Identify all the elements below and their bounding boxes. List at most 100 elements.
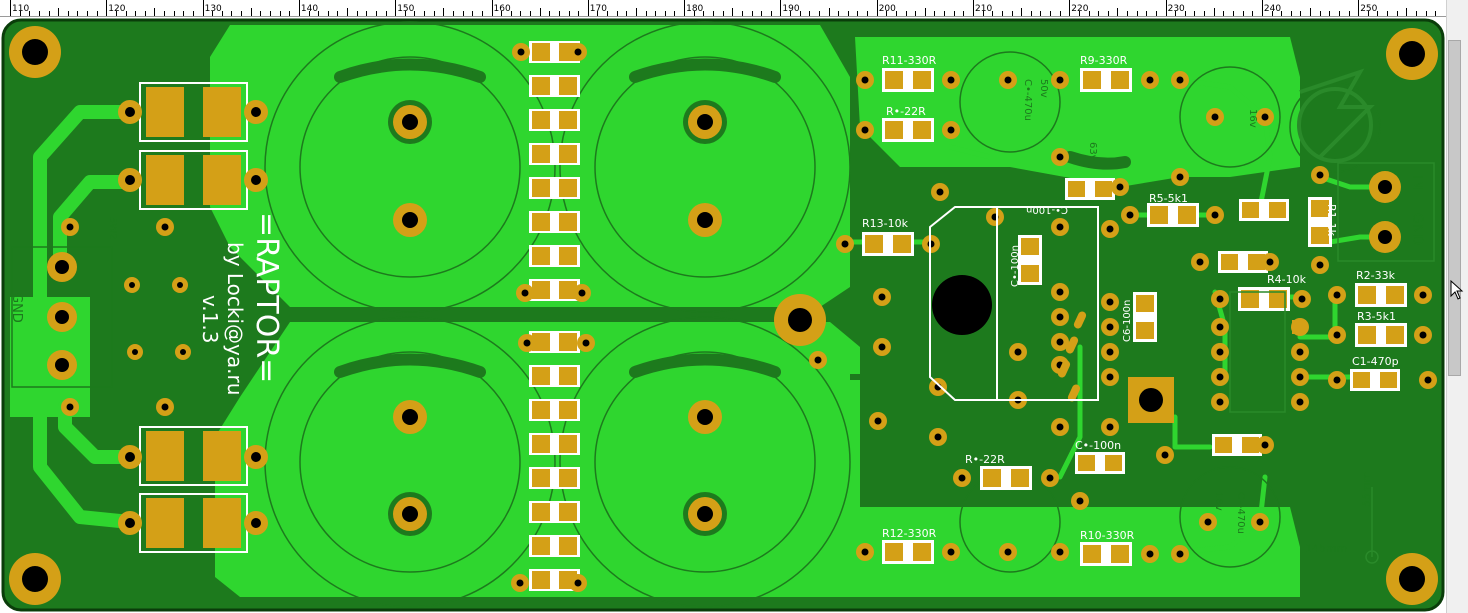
ruler-tick: [751, 11, 753, 16]
vertical-part-pad: [1311, 227, 1329, 244]
ruler-tick: [1348, 11, 1350, 16]
ruler-tick: [260, 11, 262, 16]
via-hole: [1296, 373, 1304, 381]
scrollbar-thumb[interactable]: [1448, 40, 1461, 376]
ruler-tick: [1155, 11, 1157, 16]
via-hole: [1146, 76, 1154, 84]
via-hole: [1261, 441, 1269, 449]
ruler-tick: [347, 8, 349, 16]
ruler-tick: [1358, 0, 1360, 16]
connector-hole: [1378, 230, 1392, 244]
capacitor-pad: [1215, 437, 1232, 453]
smd-pad: [559, 401, 577, 419]
via-hole: [517, 48, 525, 56]
resistor-pad: [1083, 71, 1101, 89]
resistor-pad: [1111, 545, 1129, 563]
ruler-tick: [1030, 11, 1032, 16]
capacitor-pad: [1269, 202, 1286, 218]
ruler-tick: [270, 11, 271, 16]
ruler-tick: [655, 11, 657, 16]
capacitor-pad: [1242, 202, 1259, 218]
ruler-tick: [549, 11, 551, 16]
smd-pad: [559, 537, 577, 555]
label-r4: R4-10k: [1267, 273, 1307, 286]
smd-pad: [559, 179, 577, 197]
via-hole: [1056, 76, 1064, 84]
ruler-tick: [1175, 11, 1177, 16]
ruler-tick: [1300, 11, 1302, 16]
smd-pad: [559, 247, 577, 265]
label-gnd-left: GND: [9, 293, 24, 323]
resistor-pad: [1386, 326, 1404, 344]
smd-pad: [532, 469, 550, 487]
ruler-label: 240: [1263, 4, 1282, 14]
ruler-tick: [1406, 8, 1408, 16]
ruler-tick: [164, 11, 166, 16]
silk-5w2: 5W2: [107, 217, 118, 240]
opamp-outline: [1229, 291, 1286, 413]
ruler-tick: [106, 0, 108, 16]
via-hole: [861, 76, 869, 84]
via-hole: [1116, 183, 1124, 191]
ruler-tick: [481, 11, 483, 16]
capacitor-pad: [1380, 372, 1397, 388]
via-hole: [861, 126, 869, 134]
dashed-trace-segment: [1067, 384, 1081, 402]
ruler-tick: [1242, 11, 1244, 16]
resistor-pad: [893, 235, 911, 253]
ruler-tick: [587, 0, 589, 16]
ruler-tick: [712, 11, 714, 16]
ruler-tick: [924, 8, 926, 16]
ruler-tick: [327, 11, 329, 16]
via-hole: [936, 188, 944, 196]
ruler-tick: [212, 11, 214, 16]
smd-pad: [532, 571, 550, 589]
via-hole: [1161, 451, 1169, 459]
resistor-pad: [885, 71, 903, 89]
via-hole: [1056, 338, 1064, 346]
ruler-tick: [1223, 11, 1225, 16]
smd-pad: [559, 213, 577, 231]
resistor-pad: [1150, 206, 1168, 224]
capacitor-pad: [1078, 455, 1095, 471]
ruler-tick: [443, 8, 445, 16]
via-hole: [1106, 348, 1114, 356]
silk-50v: 50v: [1038, 79, 1049, 98]
capacitor-pad: [1353, 372, 1370, 388]
ruler-tick: [298, 0, 300, 16]
ruler-tick: [684, 0, 686, 16]
dashed-trace-segment: [1073, 311, 1087, 329]
ruler-tick: [452, 11, 454, 16]
ruler-tick: [1261, 0, 1263, 16]
ruler-tick: [1021, 8, 1023, 16]
ruler-tick: [1040, 11, 1042, 16]
ruler-tick: [125, 11, 127, 16]
smd-pad: [532, 247, 550, 265]
pcb-board[interactable]: =RAPTOR= by Locki@ya.ru v.1.3 R11-330R R…: [0, 17, 1446, 613]
ruler-tick: [520, 11, 522, 16]
silk-16v-top: 16v: [1247, 109, 1258, 128]
silk-16v-bot: 16v: [1213, 492, 1224, 511]
resistor-pad: [1358, 326, 1376, 344]
label-c-100n-top: C•-100n: [1026, 204, 1068, 215]
via-hole: [574, 48, 582, 56]
via-hole: [574, 579, 582, 587]
capacitor-pad: [1095, 181, 1112, 197]
via-hole: [1106, 298, 1114, 306]
power-connector: [11, 246, 113, 388]
board-author: by Locki@ya.ru: [223, 242, 247, 395]
via-hole: [874, 417, 882, 425]
ruler-tick: [693, 11, 695, 16]
ruler-tick: [1310, 8, 1312, 16]
ruler-tick: [1117, 8, 1119, 16]
ruler-tick: [48, 11, 50, 16]
ruler-tick: [973, 0, 974, 16]
ruler-tick: [144, 11, 146, 16]
via-hole: [521, 289, 529, 297]
ruler-tick: [722, 11, 724, 16]
ruler-tick: [77, 11, 79, 16]
pcb-canvas[interactable]: =RAPTOR= by Locki@ya.ru v.1.3 R11-330R R…: [0, 17, 1446, 613]
silk-63v: 63v: [1087, 142, 1098, 161]
ruler-tick: [366, 11, 368, 16]
ruler-tick: [356, 11, 358, 16]
